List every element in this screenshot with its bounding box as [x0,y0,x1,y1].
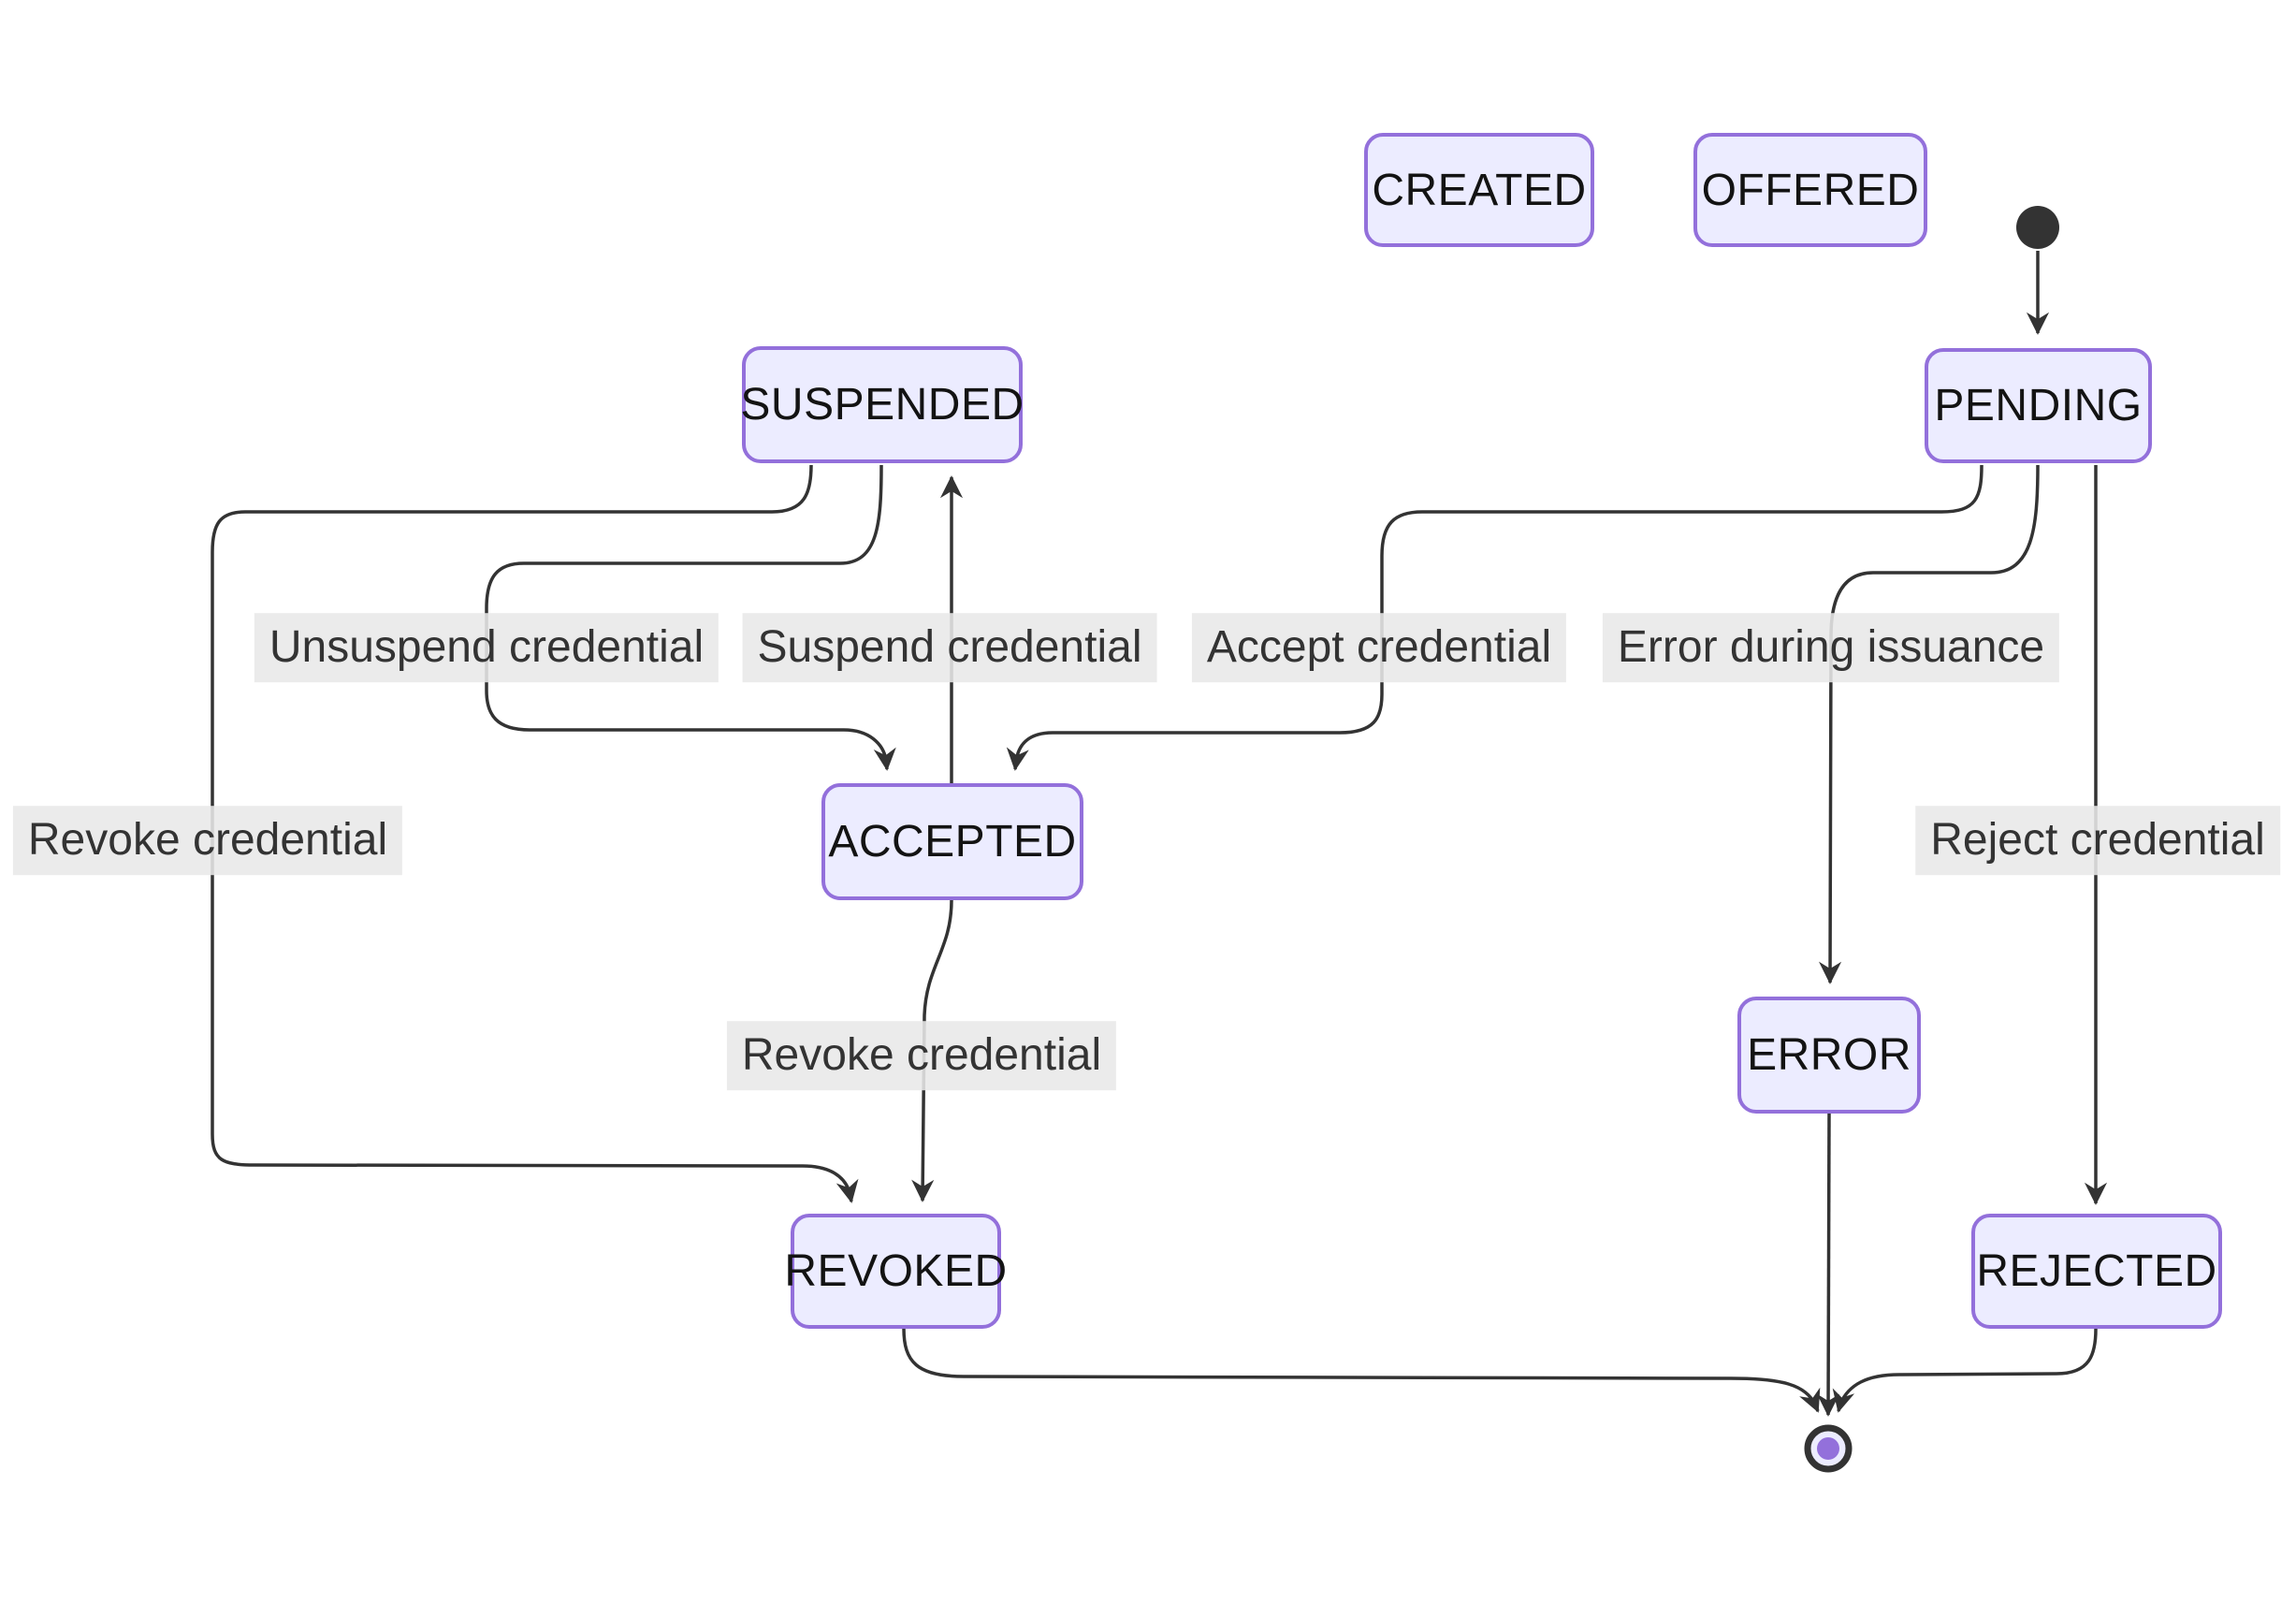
state-offered: OFFERED [1693,133,1927,247]
state-error: ERROR [1737,997,1921,1114]
edge-revoked-to-end [902,1328,1821,1413]
edge-label-revoke-credential-left: Revoke credential [12,806,403,875]
edge-label-reject-credential: Reject credential [1915,806,2280,875]
edge-pending-to-accepted [1006,464,1984,771]
state-pending: PENDING [1925,348,2152,463]
edge-label-error-during-issuance: Error during issuance [1602,613,2060,682]
edge-label-suspend-credential: Suspend credential [742,613,1157,682]
state-rejected: REJECTED [1971,1214,2222,1329]
edge-suspended-to-accepted [485,464,896,771]
end-state-inner-dot [1817,1437,1839,1460]
start-state-node [2016,206,2059,249]
edge-accepted-to-revoked [911,899,953,1202]
state-created: CREATED [1364,133,1594,247]
edge-label-unsuspend-credential: Unsuspend credential [254,613,719,682]
state-revoked: REVOKED [784,1214,1007,1329]
edge-error-to-end [1816,1113,1840,1417]
end-state-node [1804,1424,1853,1473]
edge-label-accept-credential: Accept credential [1191,613,1567,682]
state-accepted: ACCEPTED [821,783,1083,900]
state-suspended: SUSPENDED [740,346,1024,463]
edge-label-revoke-credential-center: Revoke credential [726,1021,1117,1090]
edge-pending-to-error [1818,464,2040,984]
edge-rejected-to-end [1832,1328,2098,1413]
